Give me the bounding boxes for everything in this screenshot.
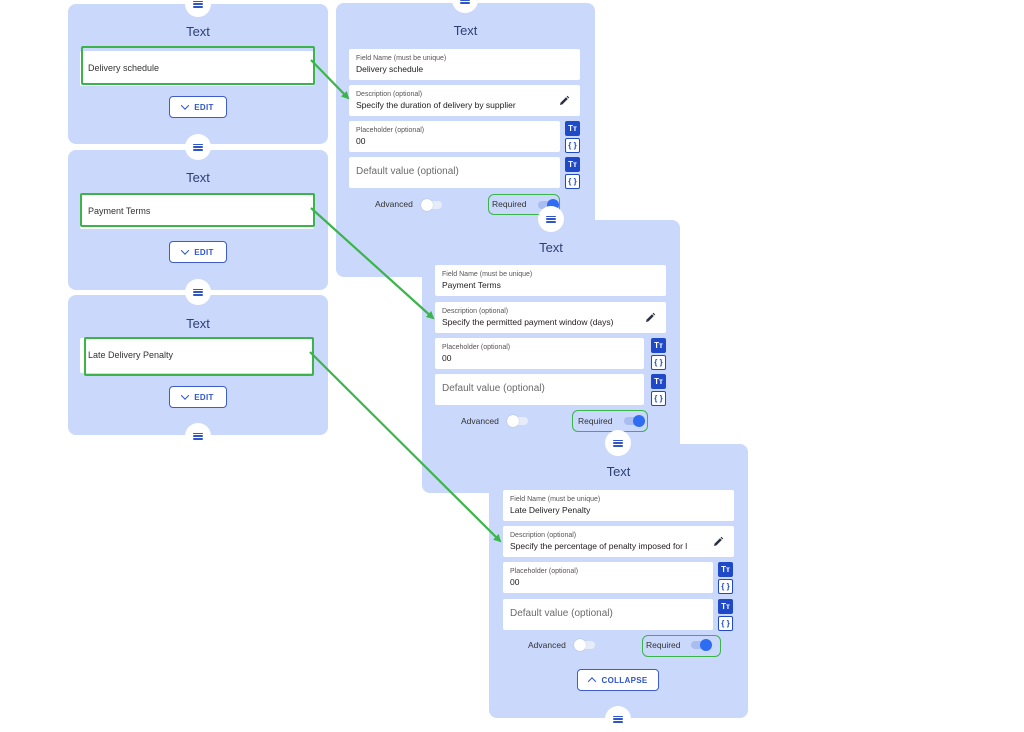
collapse-button[interactable]: COLLAPSE bbox=[577, 669, 659, 691]
pencil-icon[interactable] bbox=[644, 312, 656, 324]
field-name-input[interactable]: Field Name (must be unique) Late Deliver… bbox=[503, 490, 734, 521]
text-format-icon[interactable]: Tт bbox=[565, 157, 580, 172]
field-name-input[interactable]: Field Name (must be unique) Payment Term… bbox=[435, 265, 666, 296]
default-value-placeholder: Default value (optional) bbox=[356, 166, 459, 177]
required-toggle[interactable] bbox=[624, 415, 645, 427]
field-name-input[interactable]: Payment Terms bbox=[80, 194, 314, 229]
description-value: Specify the percentage of penalty impose… bbox=[510, 541, 688, 551]
drag-handle-icon[interactable] bbox=[605, 706, 631, 732]
variable-braces-icon[interactable]: { } bbox=[718, 579, 733, 594]
text-format-icon[interactable]: Tт bbox=[651, 374, 666, 389]
drag-handle-icon[interactable] bbox=[185, 423, 211, 449]
field-name-input[interactable]: Field Name (must be unique) Delivery sch… bbox=[349, 49, 580, 80]
variable-braces-icon[interactable]: { } bbox=[565, 174, 580, 189]
required-label: Required bbox=[578, 416, 613, 426]
default-value-placeholder: Default value (optional) bbox=[442, 383, 545, 394]
description-input[interactable]: Description (optional) Specify the permi… bbox=[435, 302, 666, 333]
card-title: Text bbox=[539, 240, 563, 255]
highlight-box bbox=[81, 46, 315, 85]
card-title: Text bbox=[606, 464, 631, 479]
default-value-input[interactable]: Default value (optional) bbox=[349, 157, 560, 188]
default-value-input[interactable]: Default value (optional) bbox=[503, 599, 713, 630]
field-name-label: Field Name (must be unique) bbox=[510, 496, 601, 503]
description-input[interactable]: Description (optional) Specify the durat… bbox=[349, 85, 580, 116]
highlight-box bbox=[84, 337, 314, 376]
description-value: Specify the duration of delivery by supp… bbox=[356, 100, 516, 110]
card-title: Text bbox=[186, 316, 210, 331]
description-input[interactable]: Description (optional) Specify the perce… bbox=[503, 526, 734, 557]
description-label: Description (optional) bbox=[510, 532, 577, 539]
expanded-card-late-delivery-penalty: Text Field Name (must be unique) Late De… bbox=[489, 430, 748, 732]
drag-handle-icon[interactable] bbox=[538, 206, 564, 232]
drag-handle-icon[interactable] bbox=[185, 279, 211, 305]
collapse-button-label: COLLAPSE bbox=[601, 675, 648, 685]
card-title: Text bbox=[453, 23, 478, 38]
highlight-ring bbox=[572, 410, 648, 432]
description-label: Description (optional) bbox=[442, 308, 509, 315]
advanced-toggle[interactable] bbox=[507, 415, 528, 427]
placeholder-label: Placeholder (optional) bbox=[510, 568, 579, 575]
field-name-label: Field Name (must be unique) bbox=[442, 271, 533, 278]
card-title: Text bbox=[186, 170, 210, 185]
placeholder-value: 00 bbox=[510, 577, 520, 587]
text-format-icon[interactable]: Tт bbox=[718, 599, 733, 614]
text-format-icon[interactable]: Tт bbox=[651, 338, 666, 353]
edit-button[interactable]: EDIT bbox=[169, 241, 227, 263]
field-card-delivery-schedule: Text Delivery schedule EDIT bbox=[68, 0, 328, 144]
drag-handle-icon[interactable] bbox=[185, 134, 211, 160]
description-value: Specify the permitted payment window (da… bbox=[442, 317, 614, 327]
field-name-value: Payment Terms bbox=[442, 280, 501, 290]
advanced-label: Advanced bbox=[528, 640, 566, 650]
chevron-down-icon bbox=[181, 246, 190, 255]
pencil-icon[interactable] bbox=[558, 95, 570, 107]
field-name-value: Late Delivery Penalty bbox=[510, 505, 591, 515]
placeholder-value: 00 bbox=[356, 136, 366, 146]
advanced-toggle[interactable] bbox=[574, 639, 595, 651]
placeholder-label: Placeholder (optional) bbox=[442, 344, 511, 351]
advanced-label: Advanced bbox=[375, 199, 413, 209]
variable-braces-icon[interactable]: { } bbox=[651, 391, 666, 406]
text-format-icon[interactable]: Tт bbox=[718, 562, 733, 577]
placeholder-input[interactable]: Placeholder (optional) 00 bbox=[435, 338, 644, 369]
field-name-input[interactable]: Late Delivery Penalty bbox=[80, 338, 314, 373]
field-name-input[interactable]: Delivery schedule bbox=[80, 51, 314, 86]
variable-braces-icon[interactable]: { } bbox=[565, 138, 580, 153]
highlight-ring bbox=[642, 635, 721, 657]
edit-button-label: EDIT bbox=[194, 247, 214, 257]
required-label: Required bbox=[492, 199, 527, 209]
placeholder-input[interactable]: Placeholder (optional) 00 bbox=[349, 121, 560, 152]
edit-button-label: EDIT bbox=[194, 392, 214, 402]
text-format-icon[interactable]: Tт bbox=[565, 121, 580, 136]
variable-braces-icon[interactable]: { } bbox=[718, 616, 733, 631]
chevron-down-icon bbox=[181, 101, 190, 110]
drag-handle-icon[interactable] bbox=[452, 0, 478, 13]
field-card-late-delivery-penalty: Text Late Delivery Penalty EDIT bbox=[68, 279, 328, 449]
card-title: Text bbox=[186, 24, 210, 39]
field-card-payment-terms: Text Payment Terms EDIT bbox=[68, 134, 328, 290]
advanced-label: Advanced bbox=[461, 416, 499, 426]
edit-button[interactable]: EDIT bbox=[169, 386, 227, 408]
description-label: Description (optional) bbox=[356, 91, 423, 98]
placeholder-value: 00 bbox=[442, 353, 452, 363]
drag-handle-icon[interactable] bbox=[185, 0, 211, 17]
chevron-up-icon bbox=[587, 677, 596, 686]
chevron-down-icon bbox=[181, 391, 190, 400]
required-toggle[interactable] bbox=[691, 639, 712, 651]
placeholder-input[interactable]: Placeholder (optional) 00 bbox=[503, 562, 713, 593]
highlight-ring bbox=[488, 194, 560, 215]
field-name-label: Field Name (must be unique) bbox=[356, 55, 447, 62]
advanced-toggle[interactable] bbox=[421, 199, 442, 211]
field-name-value: Delivery schedule bbox=[356, 64, 424, 74]
drag-handle-icon[interactable] bbox=[605, 430, 631, 456]
edit-button-label: EDIT bbox=[194, 102, 214, 112]
default-value-placeholder: Default value (optional) bbox=[510, 608, 613, 619]
pencil-icon[interactable] bbox=[712, 536, 724, 548]
edit-button[interactable]: EDIT bbox=[169, 96, 227, 118]
variable-braces-icon[interactable]: { } bbox=[651, 355, 666, 370]
required-label: Required bbox=[646, 640, 681, 650]
highlight-box bbox=[80, 193, 315, 227]
placeholder-label: Placeholder (optional) bbox=[356, 127, 425, 134]
default-value-input[interactable]: Default value (optional) bbox=[435, 374, 644, 405]
